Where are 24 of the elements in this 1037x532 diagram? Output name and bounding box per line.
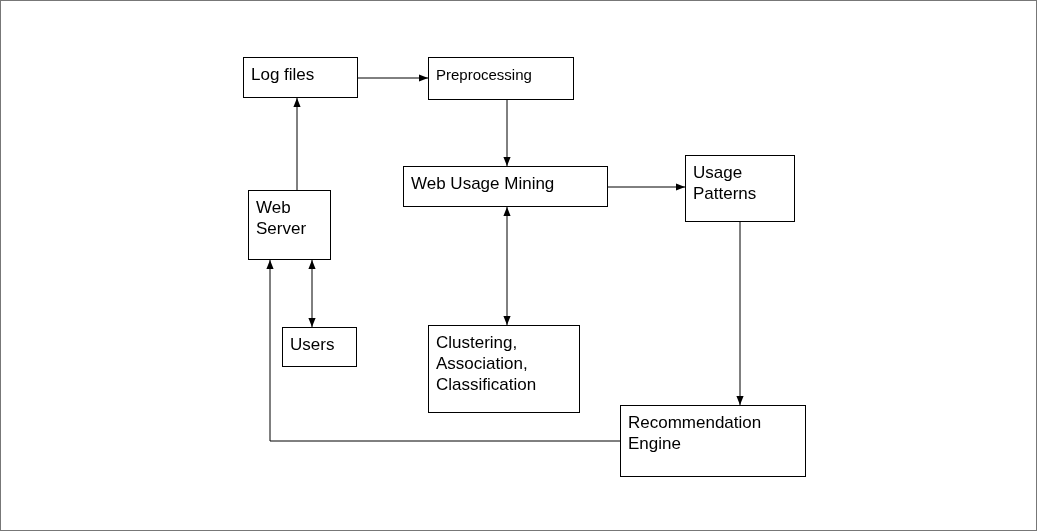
box-label: Log files [251, 64, 316, 85]
process-box [248, 190, 331, 260]
process-box [428, 325, 580, 413]
arrow [293, 97, 301, 191]
box-label: Web Server [256, 197, 308, 239]
arrow [503, 99, 511, 167]
box-label: Users [290, 334, 336, 355]
arrow [266, 259, 621, 442]
process-box [282, 327, 357, 367]
box-label: Usage Patterns [693, 162, 758, 204]
process-box [243, 57, 358, 98]
arrow [503, 206, 511, 326]
box-label: Clustering, Association, Classification [436, 332, 538, 395]
arrow [736, 221, 744, 406]
process-box [428, 57, 574, 100]
box-label: Preprocessing [436, 65, 533, 85]
process-box [685, 155, 795, 222]
arrow [607, 183, 686, 191]
box-label: Recommendation Engine [628, 412, 763, 454]
arrow [357, 74, 429, 82]
box-label: Web Usage Mining [411, 173, 556, 194]
process-box [403, 166, 608, 207]
process-box [620, 405, 806, 477]
arrow [308, 259, 316, 328]
